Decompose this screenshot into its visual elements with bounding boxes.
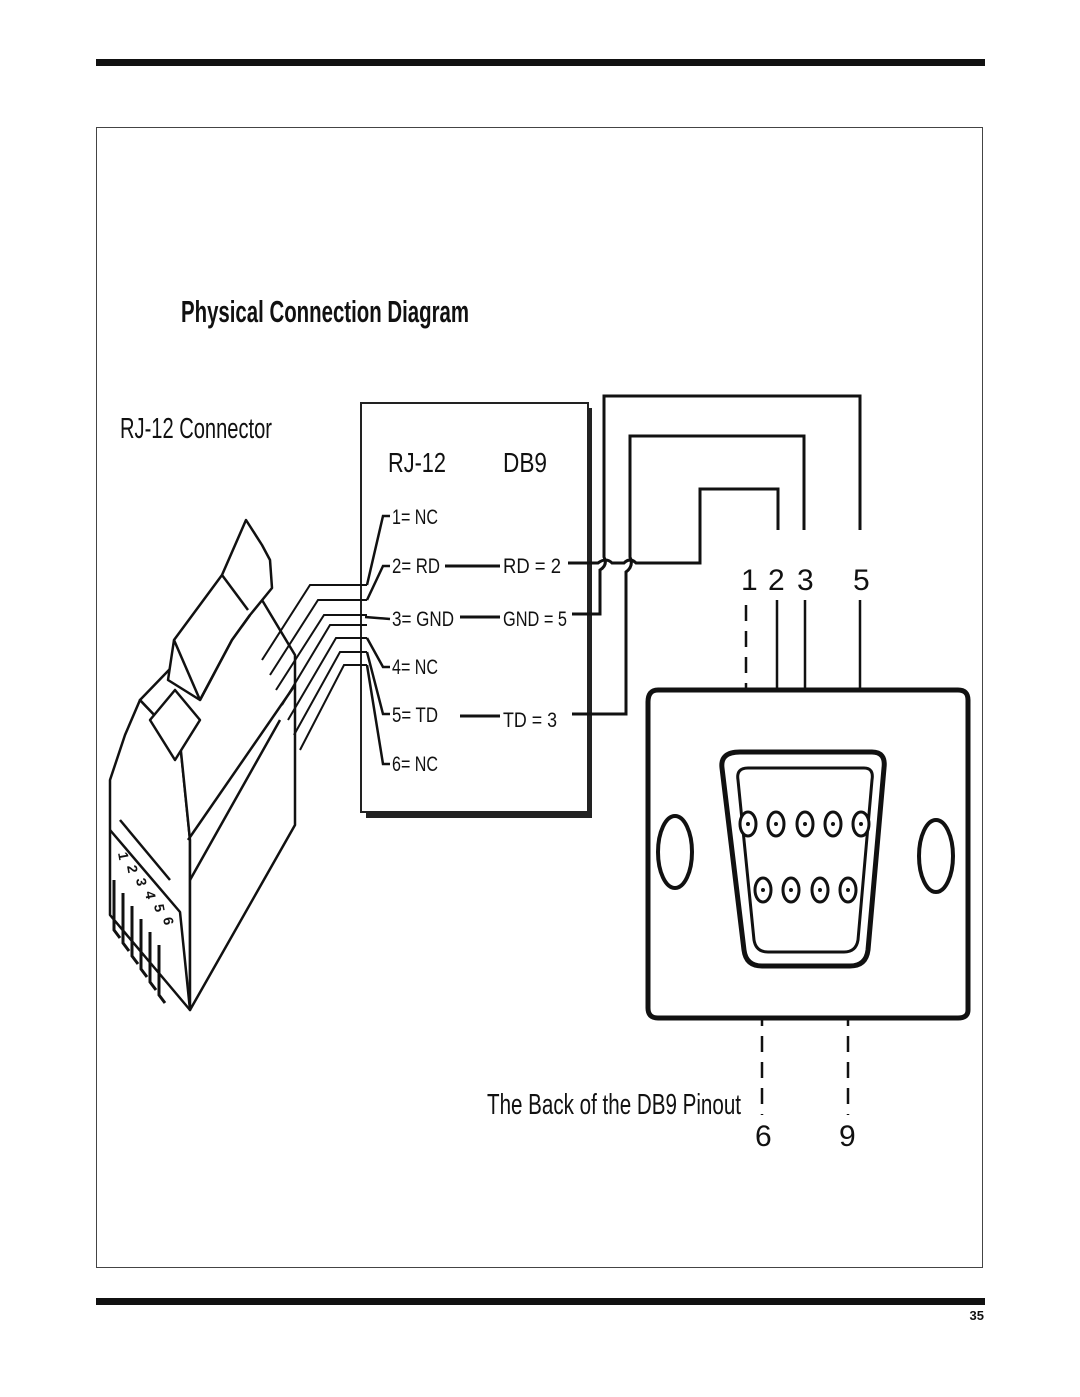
diagram-title: Physical Connection Diagram: [181, 294, 469, 329]
db9-pin-centers: [746, 822, 863, 892]
db9-bottom-pin-9: 9: [839, 1120, 856, 1153]
db9-header: DB9: [503, 447, 547, 478]
db9-top-pin-2: 2: [768, 564, 785, 597]
rj12-wires: [261, 584, 367, 751]
db9-signal-td: TD = 3: [503, 709, 557, 732]
db9-top-pin-1: 1: [741, 564, 758, 597]
rj12-pin-list: 1= NC 2= RD 3= GND 4= NC 5= TD 6= NC: [392, 506, 454, 776]
db9-d-shell-inner: [736, 766, 874, 954]
pin-marker-brackets: [364, 514, 391, 766]
db9-signal-list: RD = 2 GND = 5 TD = 3: [503, 555, 567, 732]
rj12-header: RJ-12: [388, 447, 446, 478]
bottom-rule: [96, 1298, 985, 1305]
db9-mount-hole-left: [656, 814, 694, 890]
db9-signal-rd: RD = 2: [503, 555, 561, 578]
pin-table-box: [360, 402, 589, 813]
rj12-pin-5: 5= TD: [392, 704, 438, 727]
db9-top-pin-5: 5: [853, 564, 870, 597]
rj12-pin-6: 6= NC: [392, 753, 438, 776]
rj12-side-number-4: 4: [142, 890, 159, 901]
rj12-pin-1: 1= NC: [392, 506, 438, 529]
rj12-side-number-2: 2: [124, 864, 141, 875]
db9-signal-gnd: GND = 5: [503, 608, 567, 631]
rj12-connector-drawing: [108, 518, 297, 1012]
rj12-side-number-3: 3: [133, 877, 150, 888]
db9-top-pin-labels: 1 2 3 5: [741, 564, 870, 597]
signal-dashes: [445, 564, 500, 718]
db9-connector-shell: [645, 687, 971, 1021]
rj12-side-number-6: 6: [160, 916, 177, 927]
top-rule: [96, 59, 985, 66]
page-number: 35: [969, 1308, 984, 1323]
rj12-pin-3: 3= GND: [392, 608, 454, 631]
connector-label: RJ-12 Connector: [120, 413, 272, 445]
db9-top-pin-3: 3: [797, 564, 814, 597]
db9-bottom-pin-6: 6: [755, 1120, 772, 1153]
rj12-side-number-1: 1: [115, 851, 132, 862]
rj12-side-numbers: 1 2 3 4 5 6: [115, 851, 177, 927]
diagram-frame: [96, 127, 983, 1268]
rj12-contact-slots: [112, 880, 167, 1004]
db9-wiring: [568, 394, 862, 716]
db9-mount-hole-right: [917, 818, 955, 894]
rj12-pin-2: 2= RD: [392, 555, 440, 578]
pinout-caption: The Back of the DB9 Pinout: [487, 1089, 741, 1121]
rj12-side-number-5: 5: [151, 903, 168, 914]
rj12-pin-4: 4= NC: [392, 656, 438, 679]
